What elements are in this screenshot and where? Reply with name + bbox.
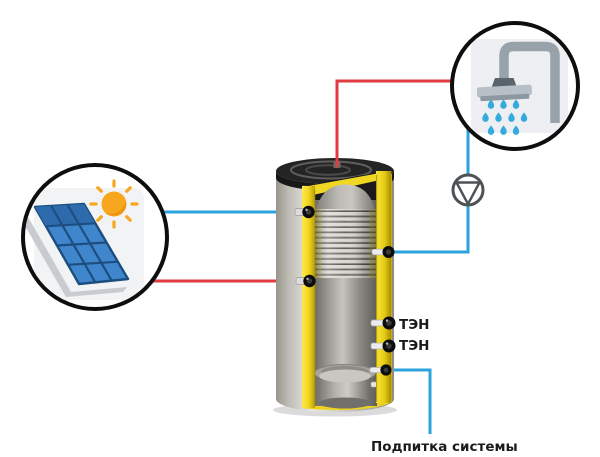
shower-icon — [471, 39, 568, 135]
pipe-system-feed-cold — [385, 368, 432, 434]
pipe-tank-to-shower-hot — [335, 79, 453, 162]
label-heater-top: ТЭН — [399, 317, 429, 333]
sun-icon — [89, 179, 139, 229]
pump-icon — [451, 173, 485, 207]
coil-heat-exchanger — [314, 209, 377, 278]
pipe-shower-pump-tank-cold — [386, 124, 470, 254]
port-heater-top — [370, 316, 396, 330]
shower-head — [476, 84, 533, 102]
solar-panel-icon — [25, 202, 130, 297]
port-solar-cold — [294, 205, 315, 219]
labels: ТЭН ТЭН Подпитка системы — [371, 317, 518, 455]
pump-triangle — [455, 181, 481, 206]
port-solar-hot — [295, 274, 316, 288]
shower-pipe — [499, 41, 560, 123]
port-system-feed — [369, 364, 392, 376]
label-system-feed: Подпитка системы — [371, 439, 518, 455]
port-heater-bottom — [370, 339, 396, 353]
label-heater-bottom: ТЭН — [399, 338, 429, 354]
port-pump-return — [371, 246, 395, 258]
shower-head-connector — [491, 78, 517, 88]
solar-node — [21, 163, 169, 311]
tank-cutaway-illustration — [273, 154, 397, 417]
shower-node — [450, 21, 580, 151]
insulation-strip-left — [302, 186, 315, 408]
tank-ports — [294, 205, 396, 376]
